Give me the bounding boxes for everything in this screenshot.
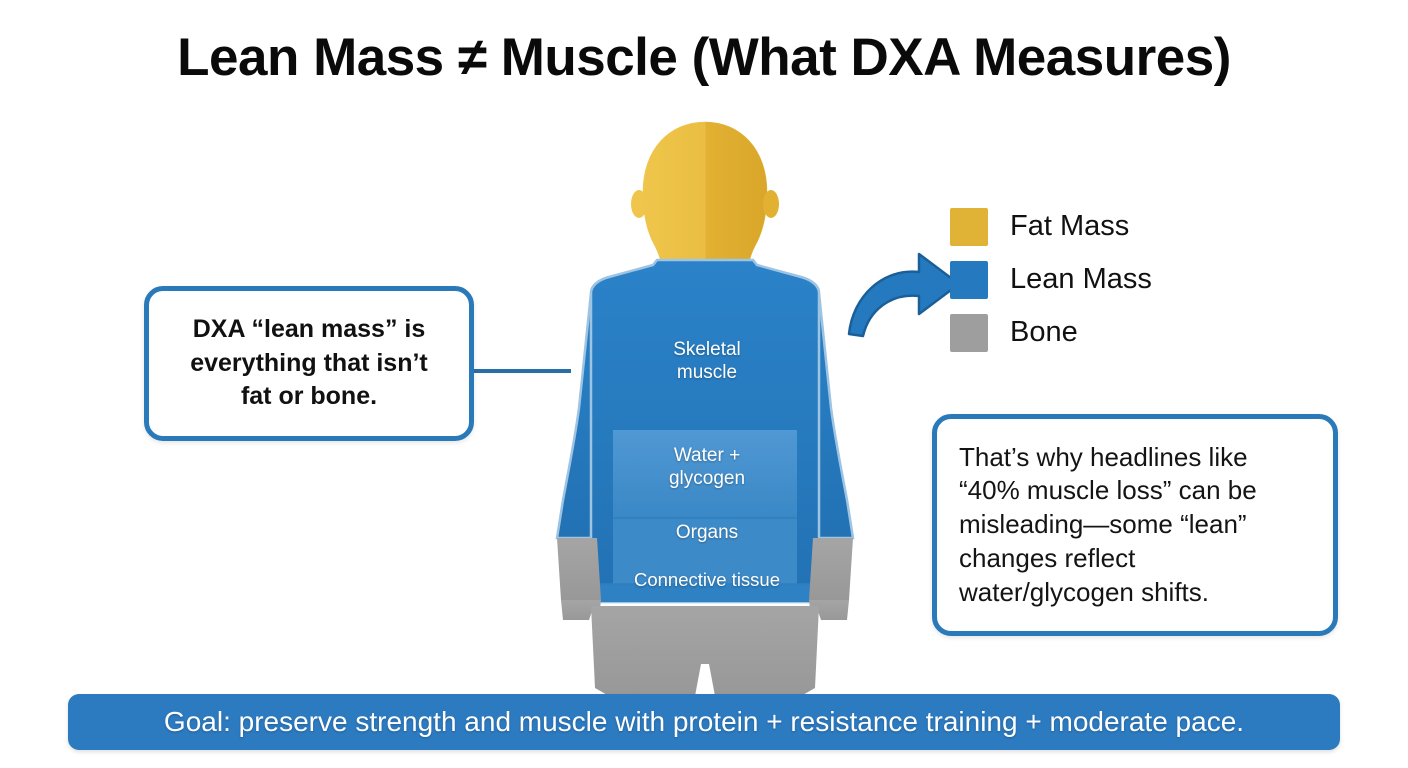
band-water-glycogen bbox=[613, 430, 797, 518]
callout-right-line1: That’s why headlines like bbox=[959, 441, 1248, 472]
page-title: Lean Mass ≠ Muscle (What DXA Measures) bbox=[177, 28, 1231, 87]
callout-left-line2: everything that isn’t bbox=[190, 348, 428, 377]
callout-left-line3: fat or bone. bbox=[240, 382, 378, 411]
band-organs bbox=[613, 518, 797, 584]
goal-banner: Goal: preserve strength and muscle with … bbox=[68, 694, 1340, 750]
callout-left: DXA “lean mass” is everything that isn’t… bbox=[144, 286, 474, 441]
color-swatch-icon bbox=[950, 313, 988, 352]
curved-arrow-icon bbox=[843, 238, 965, 340]
figure-legs-region bbox=[591, 606, 819, 696]
legend-item-lean-mass[interactable]: Lean Mass bbox=[950, 253, 1152, 306]
band-connective bbox=[597, 584, 813, 602]
legend-label-fat-mass: Fat Mass bbox=[1010, 210, 1130, 242]
legend-item-fat-mass[interactable]: Fat Mass bbox=[950, 200, 1152, 253]
callout-connector-line bbox=[473, 369, 571, 373]
legend-label-bone: Bone bbox=[1010, 316, 1078, 348]
callout-left-text: DXA “lean mass” is everything that isn’t… bbox=[174, 313, 444, 414]
goal-banner-text: Goal: preserve strength and muscle with … bbox=[163, 706, 1245, 737]
legend-label-lean-mass: Lean Mass bbox=[1010, 263, 1152, 295]
legend-item-bone[interactable]: Bone bbox=[950, 306, 1152, 359]
callout-right-line5: water/glycogen shifts. bbox=[959, 576, 1210, 607]
callout-left-line1: DXA “lean mass” is bbox=[192, 315, 426, 344]
callout-right-line3: misleading—some “lean” bbox=[959, 509, 1247, 540]
color-swatch-icon bbox=[950, 260, 988, 299]
figure-torso-region bbox=[589, 258, 821, 604]
callout-right: That’s why headlines like “40% muscle lo… bbox=[932, 414, 1338, 636]
legend: Fat Mass Lean Mass Bone bbox=[950, 200, 1152, 359]
callout-right-line2: “40% muscle loss” can be bbox=[959, 475, 1257, 506]
body-figure bbox=[505, 108, 905, 698]
callout-right-line4: changes reflect bbox=[959, 542, 1136, 573]
callout-right-text: That’s why headlines like “40% muscle lo… bbox=[937, 441, 1279, 610]
color-swatch-icon bbox=[950, 207, 988, 246]
figure-hands-region bbox=[557, 538, 853, 620]
